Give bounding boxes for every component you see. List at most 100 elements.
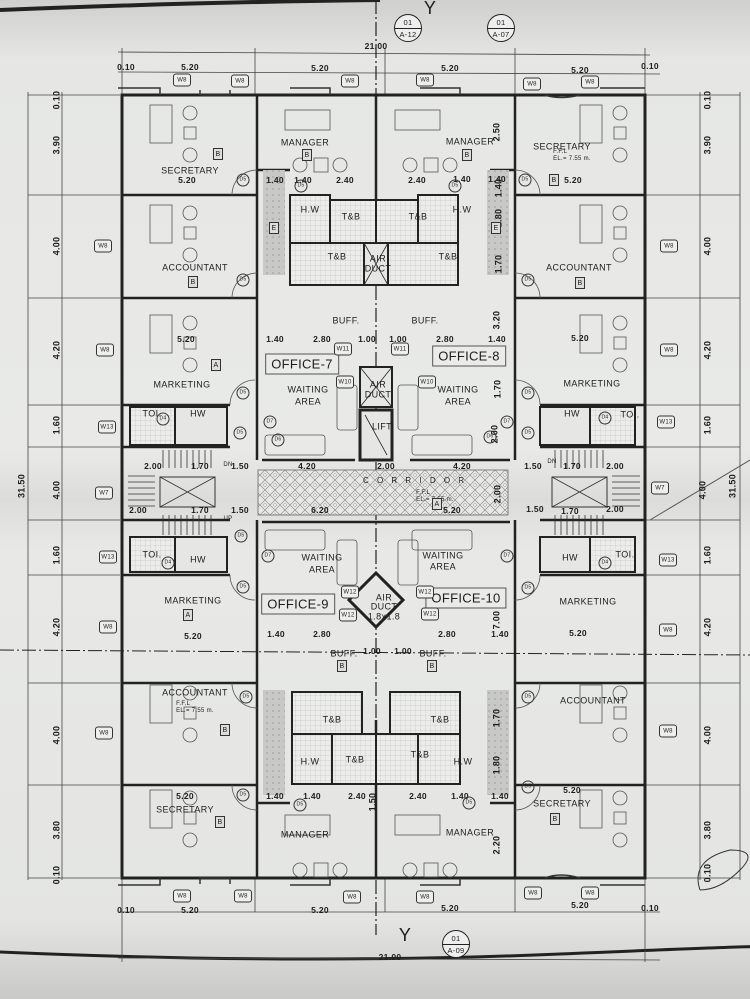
waiting-area-10-line2: AREA — [429, 561, 457, 572]
dim-right-1: 3.90 — [702, 135, 713, 155]
hw-toilet-upper-right: HW — [564, 408, 580, 419]
window-tag-w12: W12 — [339, 608, 357, 622]
stair-up-left: UP — [223, 516, 233, 522]
ffl-label: F.F.L — [416, 490, 431, 496]
window-tag-w8: W8 — [581, 886, 599, 900]
dim-int-v-0: 2.50 — [491, 122, 502, 142]
dim-bottom-5: 0.10 — [641, 902, 659, 913]
room-secretary-tr: SECRETARY — [533, 141, 591, 152]
hw-upper-left: H.W — [300, 204, 320, 215]
category-marker-e: E — [491, 222, 501, 234]
room-accountant-tr: ACCOUNTANT — [546, 262, 612, 273]
door-tag-d5: D5 — [462, 796, 476, 810]
dim-right-2: 4.00 — [702, 236, 713, 256]
overall-width-dim-bottom: 21.00 — [378, 951, 402, 962]
section-ref-number: 01 — [451, 933, 461, 943]
window-tag-w8: W8 — [173, 73, 191, 87]
door-tag-d4: D4 — [598, 411, 612, 425]
dim-int-lbuff-3: 1.00 — [394, 645, 412, 656]
dim-room-width-tr: 5.20 — [564, 174, 582, 185]
air-duct-mid-1: AIR — [369, 379, 387, 390]
dim-corr-bot-0: 2.00 — [129, 504, 147, 515]
lift-label: LIFT — [371, 421, 393, 432]
door-tag-d5: D5 — [236, 386, 250, 400]
dim-corr-top-3: 4.20 — [298, 460, 316, 471]
tb-upper-right-2: T&B — [438, 251, 458, 262]
waiting-area-8-line2: AREA — [444, 396, 472, 407]
tb-lower-left-2: T&B — [345, 754, 365, 765]
dim-left-6: 1.60 — [51, 545, 62, 565]
ffl-elevation: EL.= 7.55 m. — [176, 708, 214, 714]
dim-right-10: 0.10 — [702, 863, 713, 883]
room-manager-bl: MANAGER — [280, 829, 330, 840]
dim-int-lower-0: 1.40 — [266, 790, 284, 801]
door-tag-d5: D5 — [294, 179, 308, 193]
dim-int-lbuff-4: 2.80 — [438, 628, 456, 639]
dim-corr-top-6: 1.50 — [524, 460, 542, 471]
dim-top-3: 5.20 — [441, 62, 459, 73]
door-tag-d5: D5 — [233, 426, 247, 440]
dim-corr-top-5: 4.20 — [453, 460, 471, 471]
ffl-label: F.F.L — [176, 701, 191, 707]
section-ref-sheet: A-07 — [492, 29, 510, 39]
dim-int-buff-1: 2.80 — [313, 333, 331, 344]
dim-int-lbuff-1: 2.80 — [313, 628, 331, 639]
dim-int-v-8: 7.00 — [491, 610, 502, 630]
dim-int-upper-5: 1.40 — [488, 173, 506, 184]
window-tag-w8: W8 — [173, 889, 191, 903]
dim-int-v-10: 1.80 — [491, 755, 502, 775]
window-tag-w8: W8 — [343, 890, 361, 904]
door-tag-d5: D5 — [236, 173, 250, 187]
waiting-area-9-line1: WAITING — [301, 552, 343, 563]
door-tag-d6: D6 — [271, 433, 285, 447]
dim-int-v-5: 1.70 — [492, 379, 503, 399]
window-tag-w7: W7 — [95, 486, 113, 500]
dim-top-2: 5.20 — [311, 62, 329, 73]
room-manager-br: MANAGER — [445, 827, 495, 838]
corridor-label: C O R R I D O R — [362, 476, 468, 485]
overall-width-dim-top: 21.00 — [364, 40, 388, 51]
hw-lower-left: H.W — [300, 756, 320, 767]
tb-upper-left-2: T&B — [327, 251, 347, 262]
door-tag-d7: D7 — [263, 415, 277, 429]
dim-int-v-12: 2.20 — [491, 835, 502, 855]
air-duct-size: 1.8x1.8 — [367, 611, 401, 622]
secretary-ffl: F.F.L EL.= 7.55 m. — [553, 149, 591, 163]
office-10-label: OFFICE-10 — [425, 587, 507, 609]
door-tag-d5: D5 — [521, 386, 535, 400]
dim-corr-bot-2: 1.50 — [231, 504, 249, 515]
dim-int-buff-0: 1.40 — [266, 333, 284, 344]
category-marker-b: B — [462, 149, 472, 161]
section-ref-a07[interactable]: 01 A-07 — [487, 14, 515, 42]
window-tag-w8: W8 — [94, 239, 112, 253]
section-ref-a12[interactable]: 01 A-12 — [394, 14, 422, 42]
dim-left-3: 4.20 — [51, 340, 62, 360]
window-tag-w8: W8 — [416, 890, 434, 904]
door-tag-d6: D6 — [483, 430, 497, 444]
waiting-area-7-line2: AREA — [294, 396, 322, 407]
tb-lower-right-1: T&B — [430, 714, 450, 725]
air-duct-mid-2: DUCT — [364, 389, 392, 400]
dim-int-upper-2: 2.40 — [336, 174, 354, 185]
door-tag-d5: D5 — [521, 690, 535, 704]
dim-left-4: 1.60 — [51, 415, 62, 435]
hw-lower-right: H.W — [453, 756, 473, 767]
window-tag-w10: W10 — [418, 375, 436, 389]
door-tag-d5: D5 — [236, 273, 250, 287]
category-marker-a: A — [432, 498, 442, 510]
door-tag-d4: D4 — [161, 556, 175, 570]
office-9-label: OFFICE-9 — [261, 593, 335, 615]
dim-corr-bot-3: 6.20 — [311, 504, 329, 515]
room-secretary-tl: SECRETARY — [161, 165, 219, 176]
dim-corr-bot-5: 1.50 — [526, 503, 544, 514]
overall-height-dim-left: 31.50 — [16, 473, 27, 499]
section-ref-a09[interactable]: 01 A-09 — [442, 930, 470, 958]
hw-toilet-lower-left: HW — [190, 554, 206, 565]
dim-int-buff-3: 1.00 — [389, 333, 407, 344]
hw-toilet-upper-left: HW — [190, 408, 206, 419]
air-duct-upper-1: AIR — [369, 253, 387, 264]
window-tag-w12: W12 — [421, 607, 439, 621]
room-manager-tl: MANAGER — [280, 137, 330, 148]
dim-right-7: 4.20 — [702, 617, 713, 637]
